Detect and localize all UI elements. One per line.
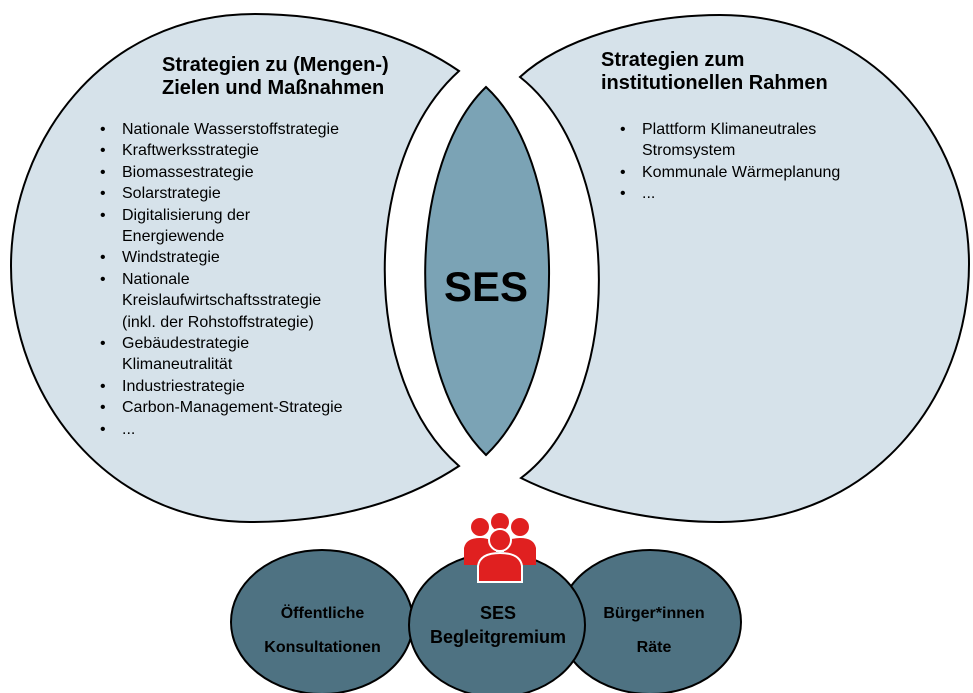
ses-lens — [424, 85, 551, 457]
ses-advisory-board-label: SES Begleitgremium — [429, 603, 567, 647]
ses-center-label: SES — [443, 263, 529, 310]
list-item: Windstrategie — [98, 247, 408, 269]
public-consultations-label: Öffentliche Konsultationen — [264, 605, 381, 656]
list-item: NationaleKreislaufwirtschaftsstrategie(i… — [98, 269, 408, 333]
people-group-icon — [464, 513, 536, 583]
list-item: Kommunale Wärmeplanung — [618, 162, 918, 184]
left-heading-line1: Strategien zu (Mengen-) — [162, 54, 389, 76]
right-heading-line1: Strategien zum — [601, 49, 745, 71]
list-item: Biomassestrategie — [98, 162, 408, 184]
left-strategy-list: Nationale Wasserstoffstrategie Kraftwerk… — [98, 119, 408, 441]
right-panel-heading: Strategien zum institutionellen Rahmen — [601, 49, 931, 95]
list-item: Nationale Wasserstoffstrategie — [98, 119, 408, 141]
list-item: ... — [618, 183, 918, 205]
list-item: Industriestrategie — [98, 376, 408, 398]
left-heading-line2: Zielen und Maßnahmen — [162, 77, 385, 99]
list-item: Solarstrategie — [98, 183, 408, 205]
left-panel-heading: Strategien zu (Mengen-) Zielen und Maßna… — [162, 54, 462, 100]
list-item: Kraftwerksstrategie — [98, 140, 408, 162]
list-item: ... — [98, 419, 408, 441]
citizen-councils-label: Bürger*innen Räte — [603, 605, 705, 656]
right-heading-line2: institutionellen Rahmen — [601, 72, 828, 94]
list-item: Carbon-Management-Strategie — [98, 397, 408, 419]
